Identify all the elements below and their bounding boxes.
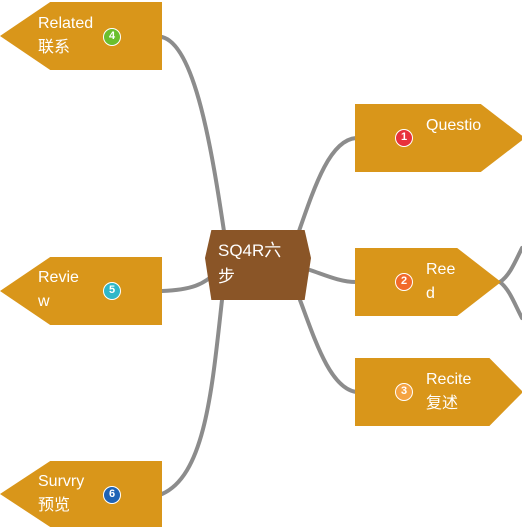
link-read	[308, 268, 358, 284]
priority-badge-4: 4	[103, 28, 121, 46]
link-question	[296, 136, 358, 236]
priority-badge-3: 3	[395, 383, 413, 401]
topic-recite-label: Recite复述	[426, 371, 472, 412]
central-topic[interactable]: SQ4R六步	[205, 230, 311, 300]
central-topic-label: SQ4R六步	[218, 241, 282, 286]
topic-recite[interactable]: 3 Recite复述	[355, 358, 522, 426]
link-read-out-1	[498, 246, 522, 284]
topic-survey-label: Survry预览	[38, 473, 85, 514]
link-read-out-2	[498, 280, 522, 320]
topic-read-label: Reed	[426, 261, 456, 302]
priority-badge-2: 2	[395, 273, 413, 291]
priority-badge-1: 1	[395, 129, 413, 147]
priority-badge-5: 5	[103, 282, 121, 300]
topic-related-label: Related联系	[38, 15, 94, 56]
link-related	[160, 35, 227, 240]
priority-badge-6: 6	[103, 486, 121, 504]
topic-review-label: Review	[38, 269, 79, 310]
topic-question[interactable]: 1 Questio	[355, 104, 522, 172]
link-recite	[298, 298, 358, 394]
topic-question-label: Questio	[426, 117, 482, 134]
link-survey	[160, 298, 224, 496]
